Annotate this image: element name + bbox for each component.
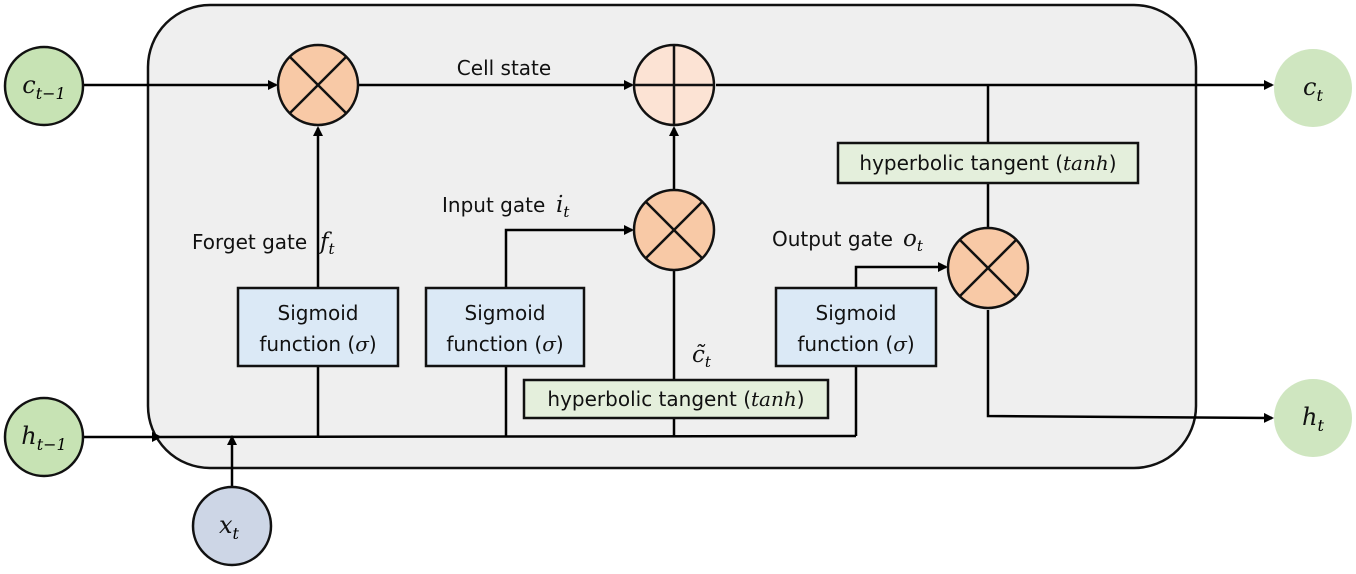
input-sigmoid-to-mult-line (504, 225, 634, 287)
forget-gate-symbol: ft (318, 229, 336, 258)
h-prev-node: ht−1 (3, 396, 85, 478)
output-sigmoid-box: Sigmoid function (σ) (774, 286, 938, 368)
svg-text:function (σ): function (σ) (446, 332, 563, 356)
cell-tanh-box: hyperbolic tangent (tanh) (836, 141, 1140, 185)
svg-text:function (σ): function (σ) (797, 332, 914, 356)
output-gate-symbol: ot (903, 226, 924, 255)
svg-text:Sigmoid: Sigmoid (465, 301, 546, 325)
forget-multiply-op (276, 43, 360, 127)
svg-text:ht−1: ht−1 (21, 422, 66, 454)
output-mult-to-h-t-line (986, 310, 1274, 423)
connectors (84, 80, 1274, 488)
c-prev-node: ct−1 (3, 45, 85, 127)
forget-sigmoid-box: Sigmoid function (σ) (236, 286, 400, 368)
svg-text:function (σ): function (σ) (259, 332, 376, 356)
candidate-tanh-box: hyperbolic tangent (tanh) (522, 378, 830, 420)
input-gate-symbol: it (556, 192, 570, 221)
forget-gate-label: Forget gate (192, 230, 307, 254)
candidate-symbol: c̃t (692, 342, 712, 371)
cell-state-label: Cell state (457, 56, 551, 80)
svg-text:hyperbolic tangent (tanh): hyperbolic tangent (tanh) (547, 387, 804, 411)
cell-add-op (632, 43, 716, 127)
x-t-node: xt (191, 485, 273, 567)
output-gate-label: Output gate (772, 227, 893, 251)
svg-text:hyperbolic tangent (tanh): hyperbolic tangent (tanh) (859, 151, 1116, 175)
c-t-node: ct (1274, 49, 1352, 127)
output-multiply-op (946, 226, 1030, 310)
input-multiply-op (632, 188, 716, 272)
hidden-input-bus (159, 434, 857, 439)
input-sigmoid-box: Sigmoid function (σ) (424, 286, 586, 368)
svg-text:Sigmoid: Sigmoid (816, 301, 897, 325)
svg-text:ct: ct (1303, 73, 1323, 105)
h-t-node: ht (1274, 379, 1352, 457)
svg-text:Sigmoid: Sigmoid (278, 301, 359, 325)
svg-text:ct−1: ct−1 (22, 71, 65, 103)
input-gate-label: Input gate (442, 193, 545, 217)
svg-text:ht: ht (1302, 403, 1324, 435)
output-sigmoid-to-mult-line (854, 262, 948, 287)
svg-text:xt: xt (219, 511, 240, 543)
